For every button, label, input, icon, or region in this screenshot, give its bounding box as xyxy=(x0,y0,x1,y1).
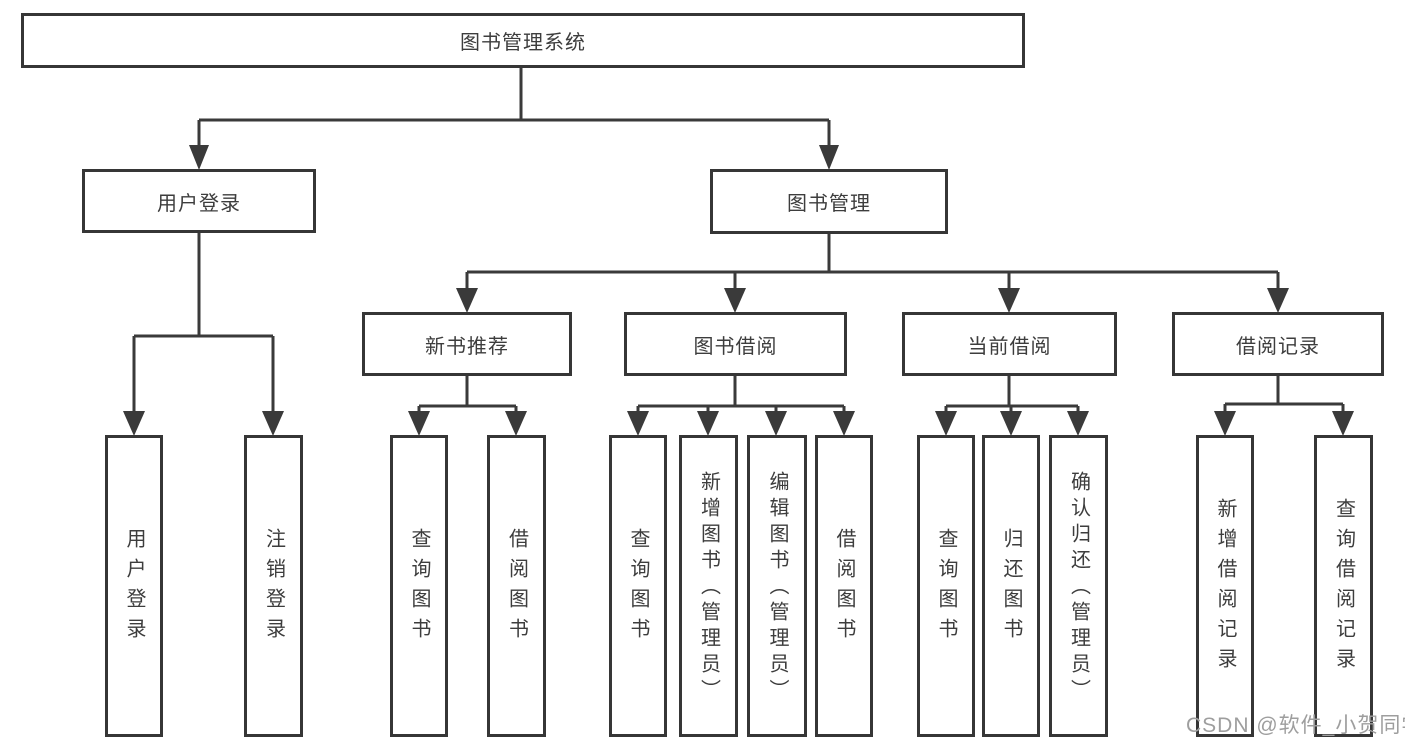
connector-root-to-level2 xyxy=(189,68,839,170)
node-new-book-recommendation: 新书推荐 xyxy=(362,312,572,376)
node-book-management: 图书管理 xyxy=(710,169,948,234)
leaf-records-query-borrow-record: 查询借阅记录 xyxy=(1314,435,1373,737)
leaf-newrec-borrow-books: 借阅图书 xyxy=(487,435,546,737)
node-user-login: 用户登录 xyxy=(82,169,316,233)
leaf-borrowing-borrow-books: 借阅图书 xyxy=(815,435,873,737)
csdn-watermark: CSDN @软件_小贺同学 xyxy=(1186,714,1405,737)
leaf-records-add-borrow-record: 新增借阅记录 xyxy=(1196,435,1254,737)
connector-current-borrow-to-leaves xyxy=(935,376,1089,436)
leaf-newrec-query-books: 查询图书 xyxy=(390,435,448,737)
node-library-management-system: 图书管理系统 xyxy=(21,13,1025,68)
leaf-borrowing-query-books: 查询图书 xyxy=(609,435,667,737)
node-book-borrowing: 图书借阅 xyxy=(624,312,847,376)
leaf-user-login: 用户登录 xyxy=(105,435,163,737)
connector-new-book-rec-to-leaves xyxy=(408,376,527,436)
leaf-current-return-books: 归还图书 xyxy=(982,435,1040,737)
connector-book-borrow-to-leaves xyxy=(627,376,855,436)
connector-user-login-to-leaves xyxy=(123,233,284,436)
node-current-borrowing: 当前借阅 xyxy=(902,312,1117,376)
node-borrowing-records: 借阅记录 xyxy=(1172,312,1384,376)
leaf-current-confirm-return-admin: 确认归还（管理员） xyxy=(1049,435,1108,737)
connector-book-mgmt-to-level3 xyxy=(456,234,1289,313)
leaf-borrowing-add-books-admin: 新增图书（管理员） xyxy=(679,435,738,737)
leaf-logout: 注销登录 xyxy=(244,435,303,737)
leaf-borrowing-edit-books-admin: 编辑图书（管理员） xyxy=(747,435,807,737)
leaf-current-query-books: 查询图书 xyxy=(917,435,975,737)
connector-borrow-record-to-leaves xyxy=(1214,376,1354,436)
